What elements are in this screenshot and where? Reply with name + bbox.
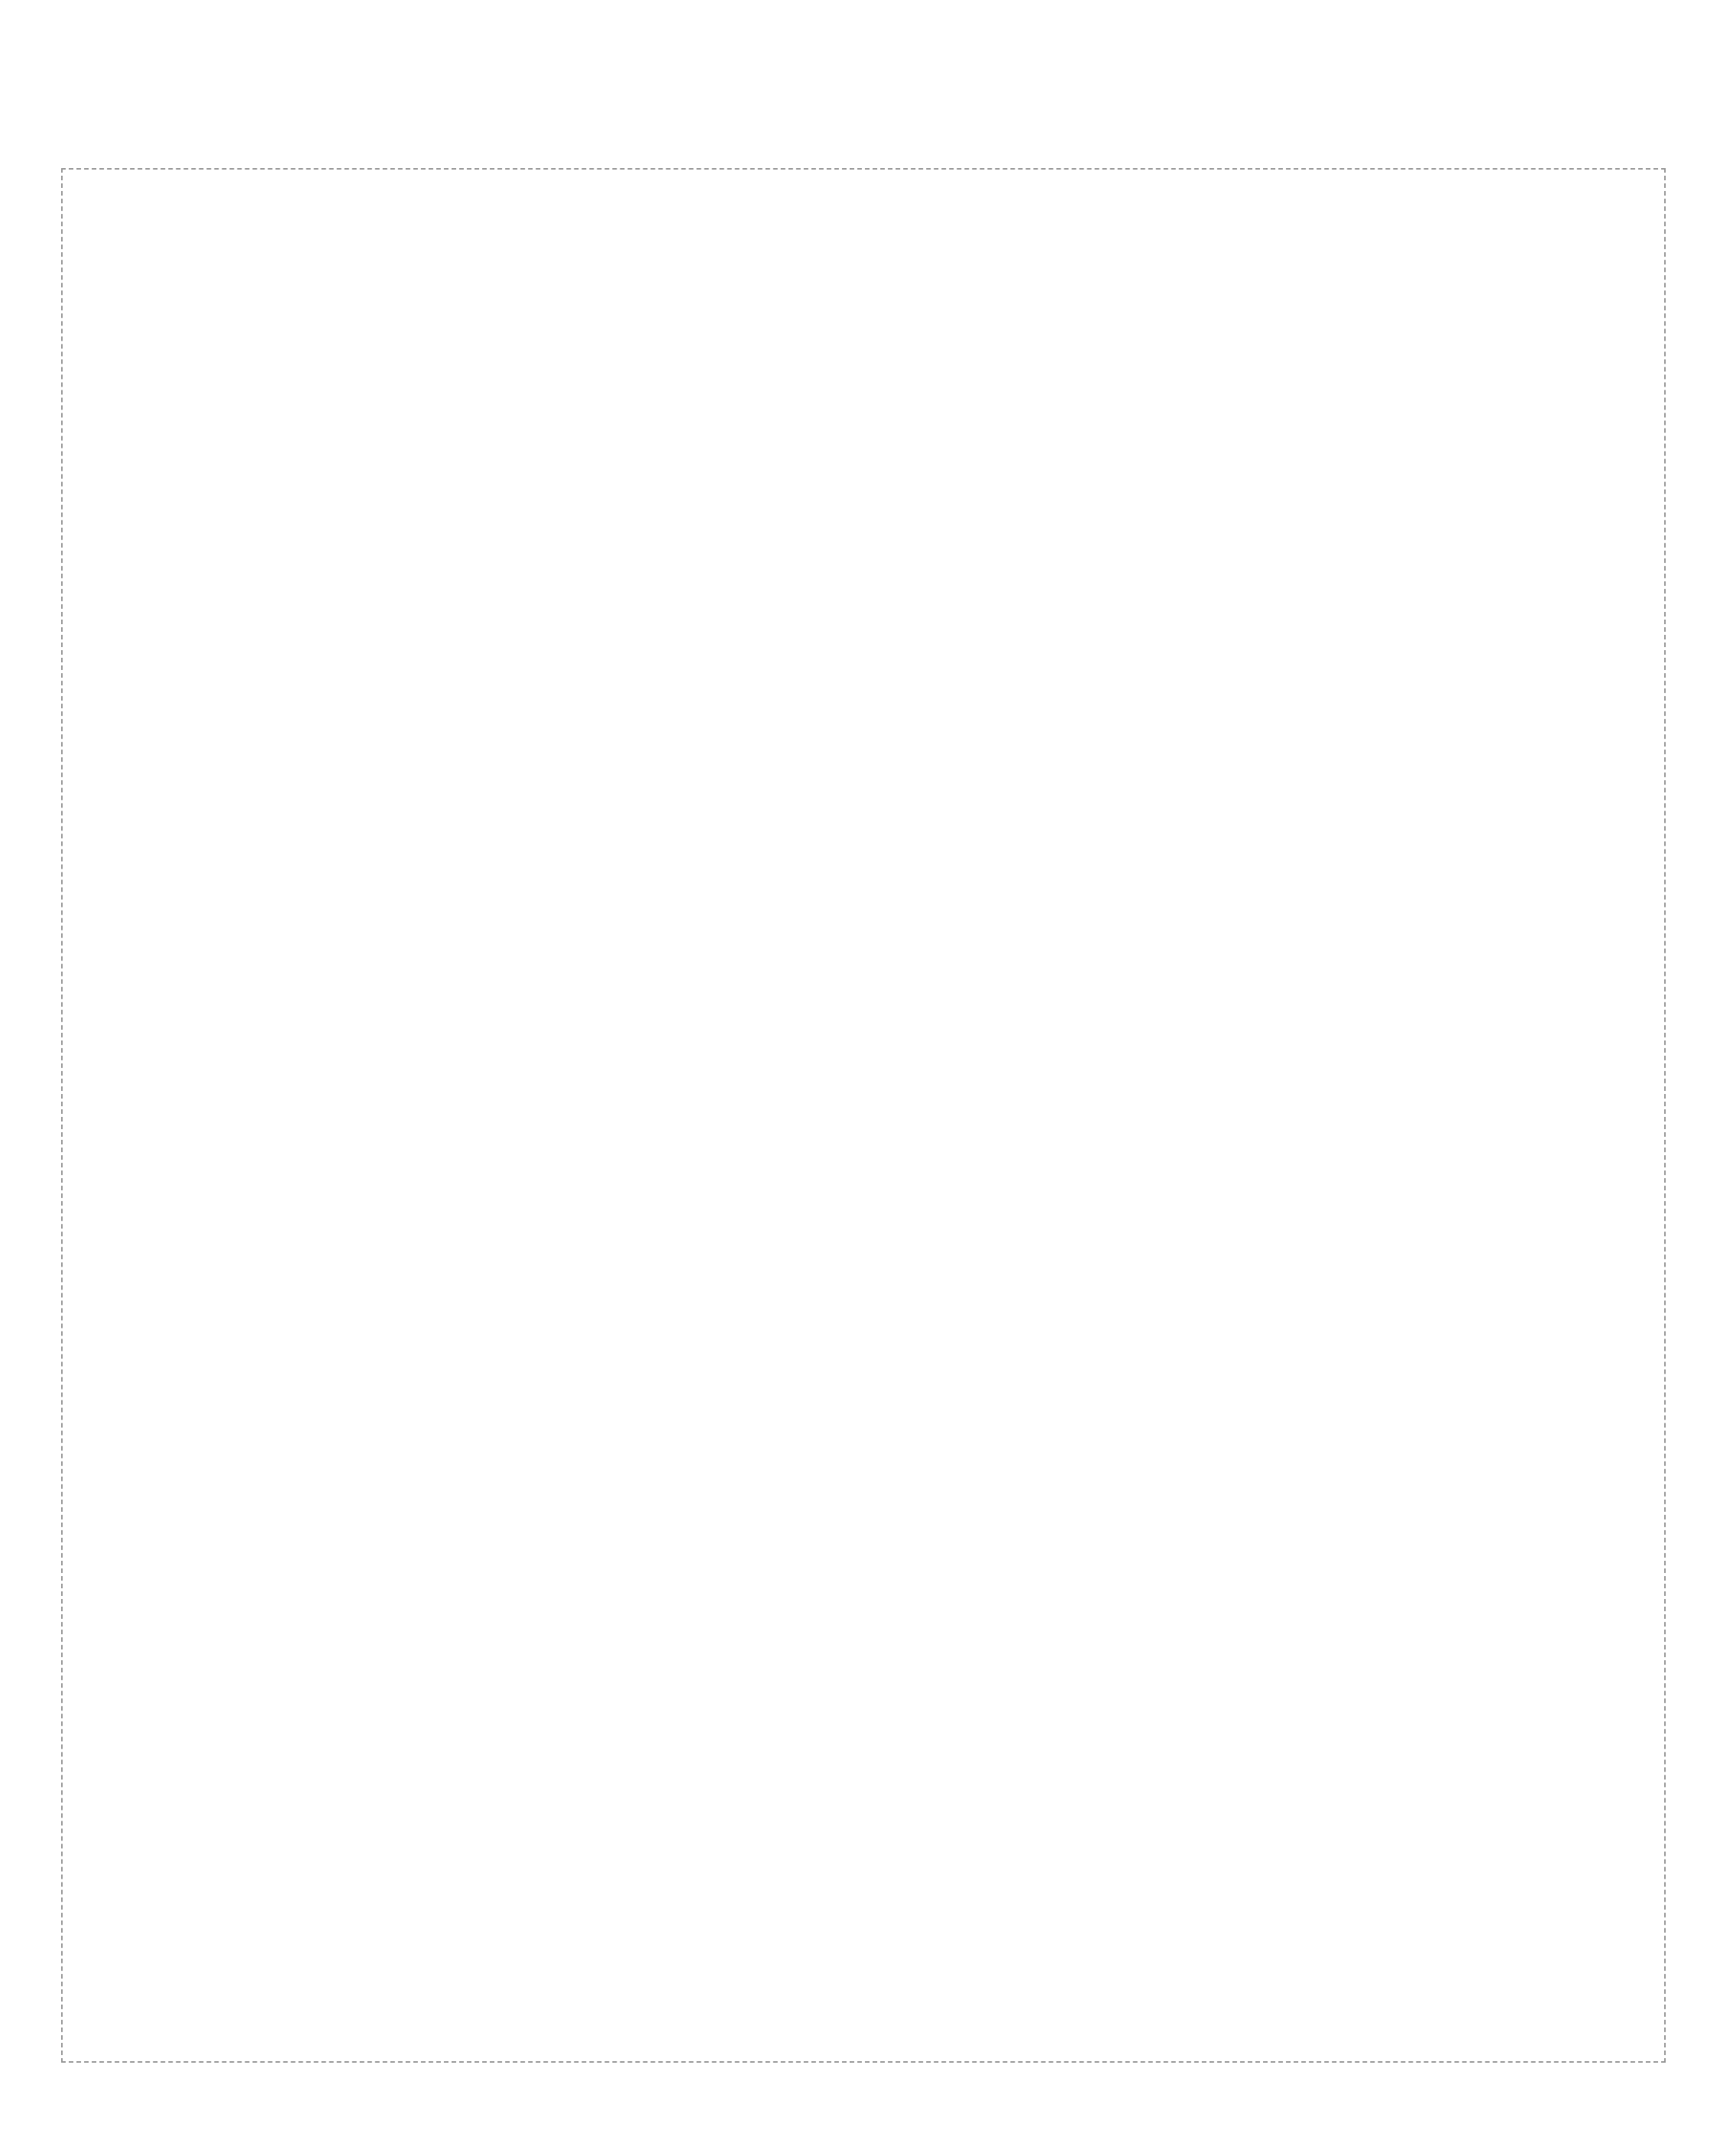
diagram-area <box>61 168 1666 2063</box>
